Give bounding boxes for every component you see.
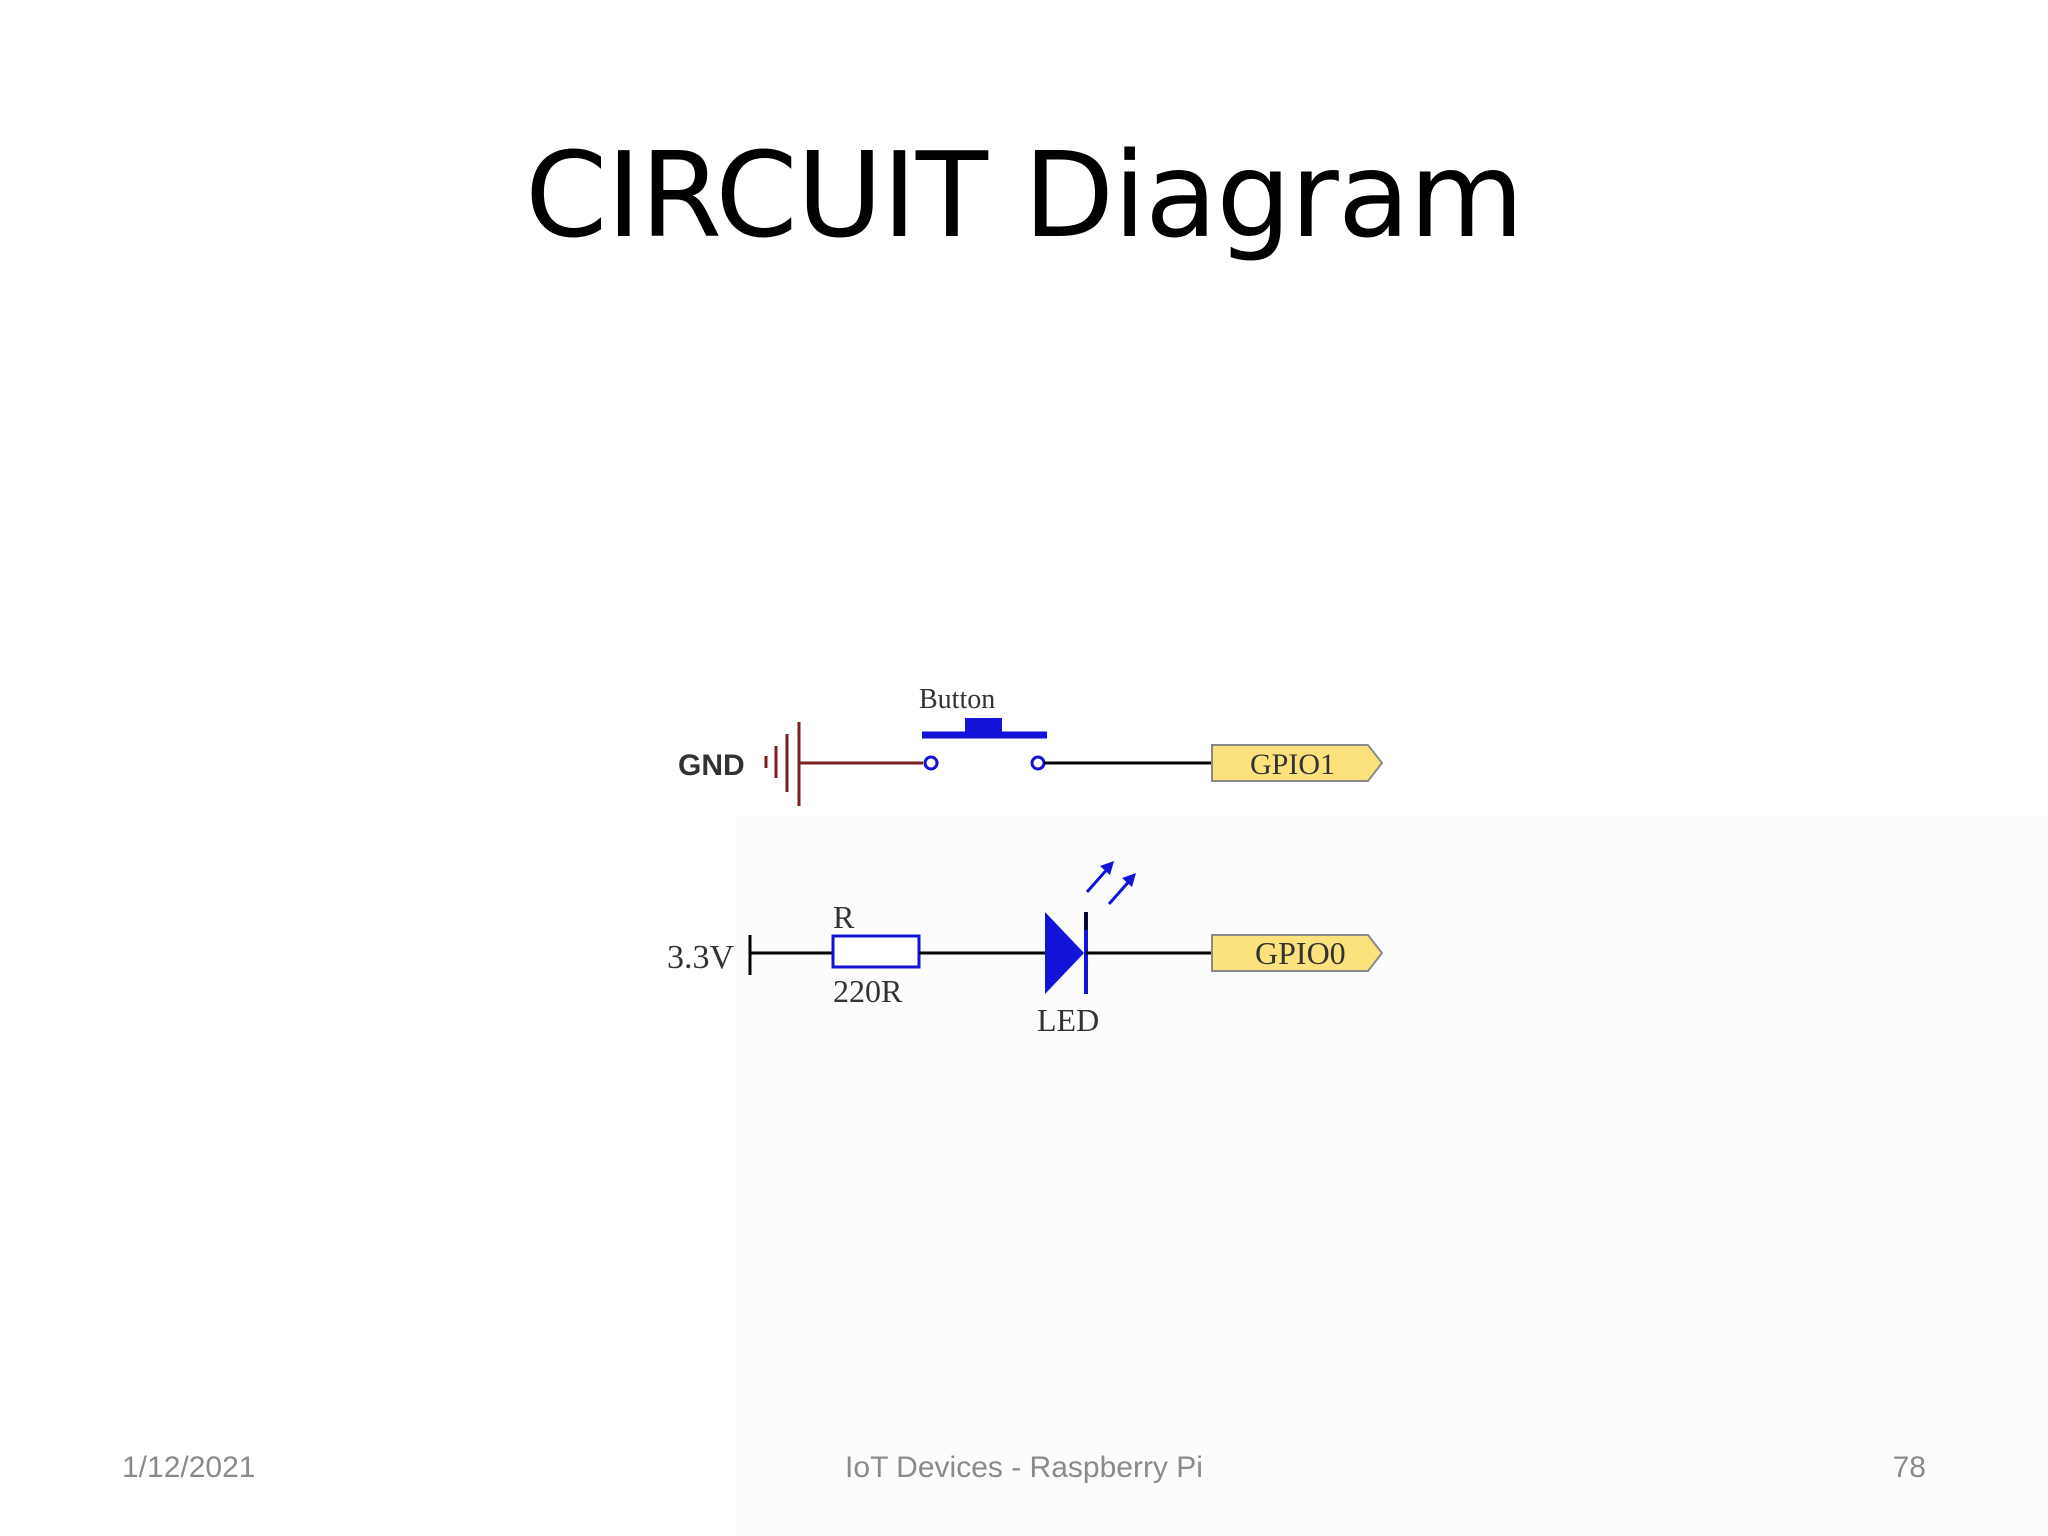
v33-label: 3.3V — [667, 939, 735, 976]
led-symbol — [1045, 912, 1088, 994]
gpio0-port: GPIO0 — [1211, 934, 1384, 972]
slide-title: CIRCUIT Diagram — [524, 126, 1524, 264]
gpio1-port: GPIO1 — [1211, 744, 1384, 782]
led-light-arrows — [1085, 861, 1136, 905]
resistor-value-label: 220R — [833, 973, 903, 1009]
push-button-symbol — [922, 718, 1047, 771]
resistor-symbol — [831, 934, 921, 969]
footer-title: IoT Devices - Raspberry Pi — [845, 1451, 1203, 1484]
resistor-name-label: R — [833, 899, 855, 935]
figure-backdrop — [735, 815, 2048, 1536]
footer-date: 1/12/2021 — [122, 1451, 256, 1484]
gnd-label: GND — [678, 749, 745, 782]
led-label: LED — [1037, 1002, 1099, 1038]
gpio0-label: GPIO0 — [1255, 935, 1346, 971]
button-label: Button — [919, 684, 995, 715]
ground-symbol — [764, 722, 801, 806]
page-number: 78 — [1892, 1451, 1926, 1484]
gpio1-label: GPIO1 — [1250, 748, 1335, 781]
